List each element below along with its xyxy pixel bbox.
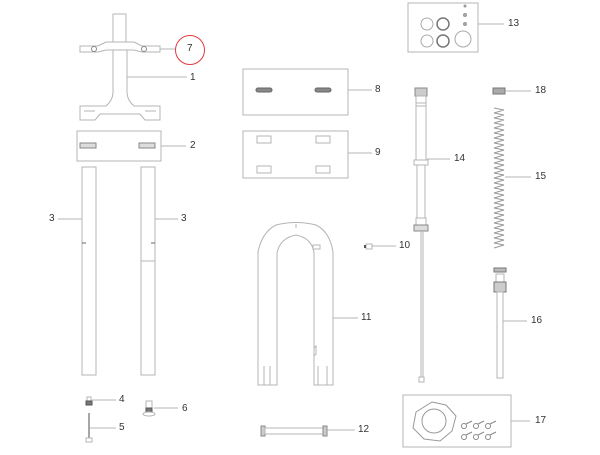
callout-8: 8 <box>375 84 381 95</box>
callout-7[interactable]: 7 <box>187 43 193 54</box>
callout-18: 18 <box>535 85 547 96</box>
callout-16: 16 <box>531 315 543 326</box>
part-15-coil-spring[interactable] <box>493 107 505 249</box>
callout-3-right: 3 <box>181 213 187 224</box>
highlight-circle <box>175 35 205 65</box>
part-16-spring-shaft[interactable] <box>493 267 507 379</box>
part-14-damper[interactable] <box>413 87 429 383</box>
part-12-axle[interactable] <box>260 425 328 437</box>
callout-2: 2 <box>190 140 196 151</box>
callout-14: 14 <box>454 153 466 164</box>
callout-6: 6 <box>182 403 188 414</box>
part-4-valve[interactable] <box>85 396 93 406</box>
part-8-bushings[interactable] <box>242 68 349 116</box>
part-6-air-valve[interactable] <box>142 400 156 417</box>
callout-5: 5 <box>119 422 125 433</box>
part-17-hardware-kit[interactable] <box>402 394 512 448</box>
callout-9: 9 <box>375 147 381 158</box>
callout-13: 13 <box>508 18 520 29</box>
part-13-o-ring-kit[interactable] <box>407 2 479 53</box>
part-5-rod-bolt[interactable] <box>85 413 93 443</box>
part-2-seals[interactable] <box>76 130 162 162</box>
part-18-top-cap[interactable] <box>492 87 506 95</box>
part-9-foam-rings[interactable] <box>242 130 349 179</box>
part-1-crown-steerer[interactable] <box>79 13 161 121</box>
callout-15: 15 <box>535 171 547 182</box>
callout-3-left: 3 <box>49 213 55 224</box>
callout-12: 12 <box>358 424 370 435</box>
callout-17: 17 <box>535 415 547 426</box>
part-7-bolt-bar[interactable] <box>79 41 161 53</box>
part-11-lower-legs[interactable] <box>257 222 334 386</box>
callout-10: 10 <box>399 240 411 251</box>
callout-11: 11 <box>361 312 372 323</box>
callout-4: 4 <box>119 394 125 405</box>
part-3-stanchions[interactable] <box>81 166 156 376</box>
callout-1: 1 <box>190 72 196 83</box>
part-10-plug[interactable] <box>364 243 373 250</box>
